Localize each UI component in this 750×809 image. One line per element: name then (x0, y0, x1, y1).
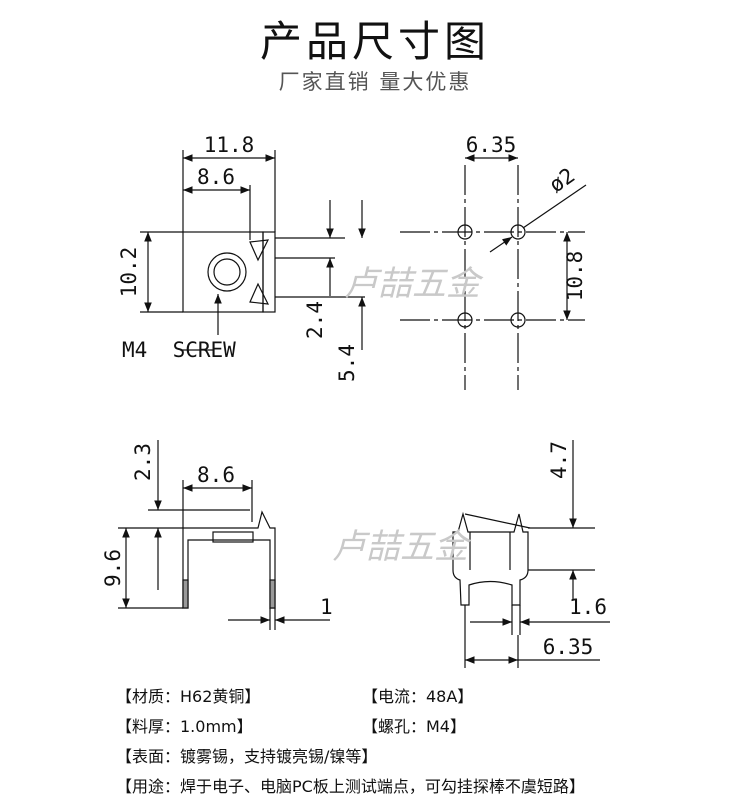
dim-2-3: 2.3 (131, 443, 155, 481)
top-view (140, 150, 366, 351)
screw-label: M4 SCREW (122, 338, 236, 362)
dim-1-6: 1.6 (569, 595, 607, 619)
side-view (118, 440, 330, 630)
dim-6-35-bottom: 6.35 (543, 635, 594, 659)
dim-10-2: 10.2 (117, 247, 141, 298)
page-subtitle: 厂家直销 量大优惠 (278, 70, 472, 94)
dim-11-8: 11.8 (204, 133, 255, 157)
dimension-drawing: 11.8 8.6 10.2 2.4 5.4 M4 SCREW 6.35 ø2 1… (101, 133, 610, 668)
dim-5-4: 5.4 (335, 344, 359, 382)
spec-list: 【材质：H62黄铜】 【电流：48A】 【料厚：1.0mm】 【螺孔：M4】 【… (116, 682, 736, 802)
dim-6-35-top: 6.35 (466, 133, 517, 157)
dim-8-6-top: 8.6 (197, 165, 235, 189)
dim-2-4: 2.4 (303, 301, 327, 339)
spec-surface: 【表面：镀雾锡，支持镀亮锡/镍等】 (116, 747, 378, 766)
spec-screw: 【螺孔：M4】 (362, 717, 466, 736)
page-title: 产品尺寸图 (259, 17, 490, 66)
dim-1: 1 (320, 595, 333, 619)
dim-10-8: 10.8 (563, 251, 587, 302)
spec-row-3: 【表面：镀雾锡，支持镀亮锡/镍等】 (116, 742, 736, 772)
dim-hole-diameter: ø2 (545, 163, 579, 197)
spec-row-4: 【用途：焊于电子、电脑PC板上测试端点，可勾挂探棒不虞短路】 (116, 772, 736, 802)
watermark-top: 卢喆五金 (344, 264, 484, 304)
hole-pattern-view (400, 154, 587, 390)
spec-material: 【材质：H62黄铜】 (116, 687, 261, 706)
spec-row-2: 【料厚：1.0mm】 【螺孔：M4】 (116, 712, 736, 742)
spec-row-1: 【材质：H62黄铜】 【电流：48A】 (116, 682, 736, 712)
spec-thickness: 【料厚：1.0mm】 (116, 717, 253, 736)
front-view (452, 440, 610, 668)
watermark-bottom: 卢喆五金 (332, 527, 472, 567)
dim-9-6: 9.6 (101, 549, 125, 587)
dim-8-6-side: 8.6 (197, 463, 235, 487)
dim-4-7: 4.7 (547, 441, 571, 479)
spec-current: 【电流：48A】 (362, 687, 474, 706)
spec-usage: 【用途：焊于电子、电脑PC板上测试端点，可勾挂探棒不虞短路】 (116, 777, 585, 796)
